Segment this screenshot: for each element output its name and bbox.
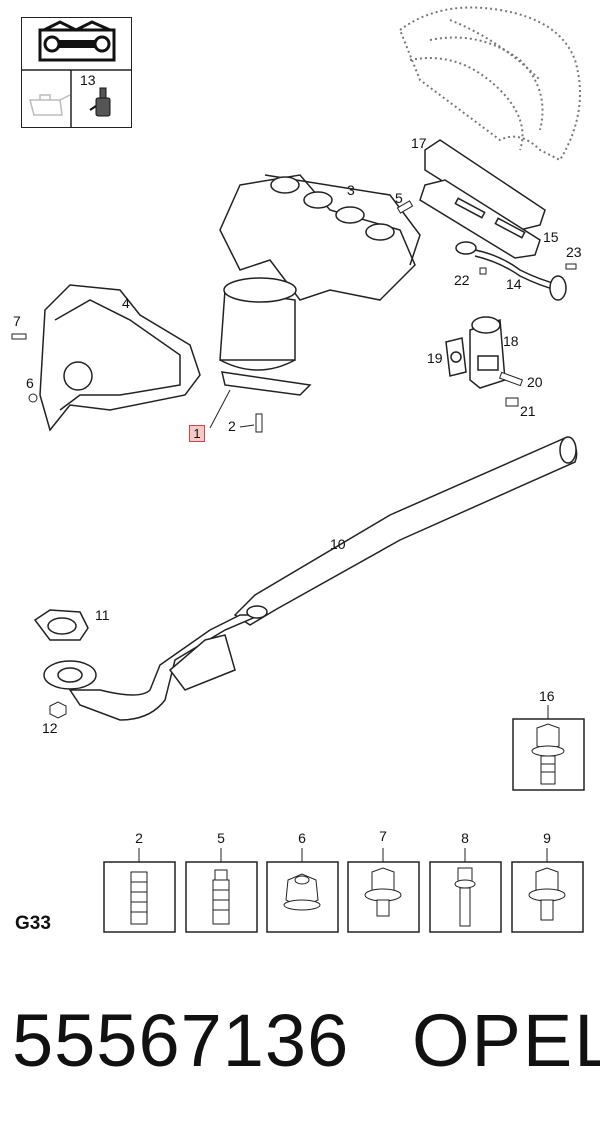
intake-manifold	[398, 6, 581, 162]
callout-17: 17	[411, 135, 427, 151]
callout-7: 7	[13, 313, 21, 329]
callout-5: 5	[395, 190, 403, 206]
bolt-8-illustration	[454, 867, 476, 927]
callout-21: 21	[520, 403, 536, 419]
hardware-label-2: 2	[135, 830, 143, 846]
front-exhaust-pipe	[43, 436, 578, 721]
part-22	[479, 267, 487, 275]
hardware-label-5: 5	[217, 830, 225, 846]
hardware-row	[103, 718, 585, 933]
callout-22: 22	[454, 272, 470, 288]
sensor-icon	[89, 87, 111, 117]
bolt-7	[11, 333, 27, 340]
stud-2-illustration	[130, 871, 148, 925]
callout-3: 3	[347, 182, 355, 198]
bolt-16-illustration	[531, 723, 565, 785]
section-code: G33	[15, 913, 51, 934]
egr-pipe-14	[455, 241, 567, 301]
manual-wrench-icon	[38, 20, 116, 62]
hardware-label-6: 6	[298, 830, 306, 846]
gasket-19	[445, 337, 467, 377]
bolt-9-illustration	[528, 867, 566, 921]
callout-19: 19	[427, 350, 443, 366]
stud-5	[396, 200, 414, 214]
callout-6: 6	[26, 375, 34, 391]
gasket-15	[419, 179, 541, 259]
bolt-20	[498, 371, 524, 387]
bolt-23	[565, 263, 577, 270]
callout-14: 14	[506, 276, 522, 292]
callout-11: 11	[95, 607, 110, 623]
egr-valve-18	[469, 316, 506, 389]
callout-18: 18	[503, 333, 519, 349]
callout-4: 4	[122, 295, 130, 311]
bolt-7-illustration	[364, 867, 402, 917]
callout-15: 15	[543, 229, 559, 245]
gasket-11	[33, 609, 89, 641]
oil-can-icon	[29, 94, 71, 116]
callout-23: 23	[566, 244, 582, 260]
bolt-21	[505, 397, 519, 407]
brand-name: OPEL	[412, 999, 600, 1082]
legend-ref-number: 13	[80, 72, 96, 88]
callout-12: 12	[42, 720, 58, 736]
heat-shield	[39, 284, 201, 432]
exhaust-manifold-catalyst	[219, 174, 421, 396]
callout-2: 2	[228, 418, 236, 434]
stud-5-illustration	[212, 869, 230, 925]
callout-10: 10	[330, 536, 346, 552]
nut-6	[28, 393, 38, 403]
hardware-label-7: 7	[379, 828, 387, 844]
nut-12	[49, 701, 67, 719]
nut-6-illustration	[283, 873, 321, 911]
hardware-label-8: 8	[461, 830, 469, 846]
gasket-17	[424, 139, 546, 231]
callout-1-selected[interactable]: 1	[189, 425, 205, 442]
callout-16: 16	[539, 688, 555, 704]
hardware-label-9: 9	[543, 830, 551, 846]
stud-small	[255, 413, 263, 433]
part-number: 55567136	[12, 999, 350, 1082]
callout-20: 20	[527, 374, 543, 390]
